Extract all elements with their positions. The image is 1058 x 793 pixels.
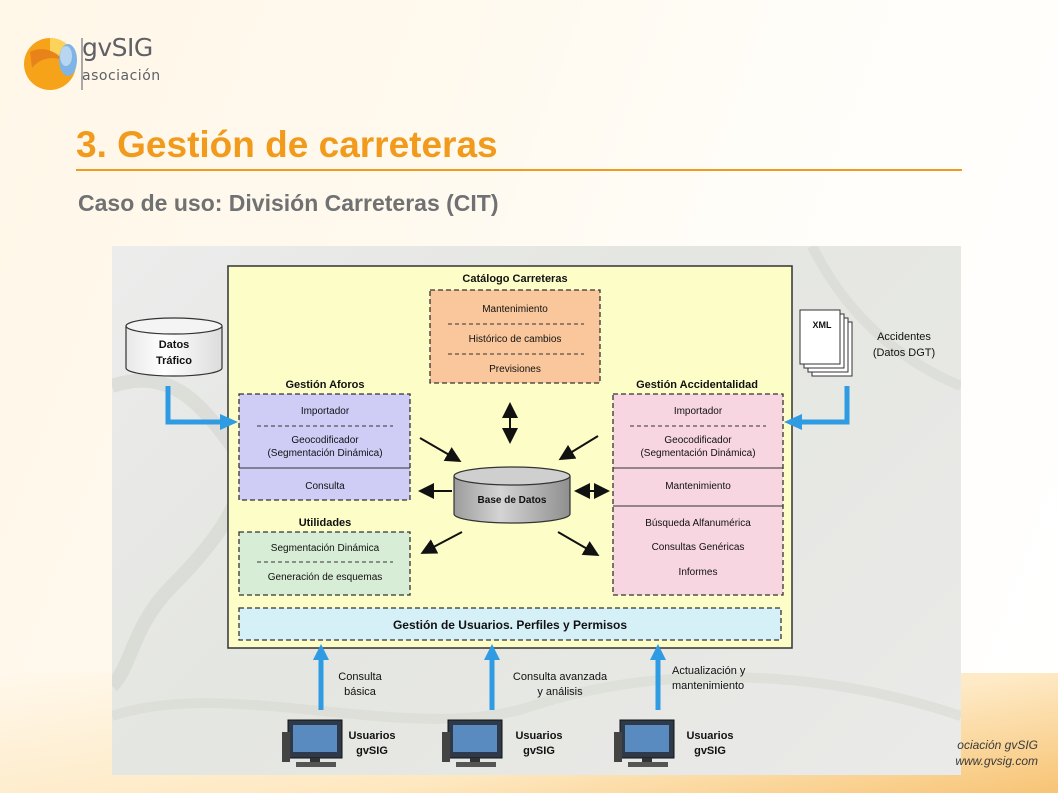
import-arrow-right bbox=[784, 386, 850, 430]
logo-subtitle: asociación bbox=[82, 68, 161, 84]
accidentalidad-title: Gestión Accidentalidad bbox=[636, 379, 758, 391]
page-title: 3. Gestión de carreteras bbox=[76, 124, 498, 165]
footer-line: ociación gvSIG bbox=[957, 738, 1038, 752]
usuarios-bar-label: Gestión de Usuarios. Perfiles y Permisos bbox=[393, 618, 627, 632]
computer-icon bbox=[442, 719, 503, 767]
accidentalidad-item: Geocodificador bbox=[664, 435, 732, 446]
user-label: gvSIG bbox=[356, 745, 388, 757]
accidentalidad-item: Mantenimiento bbox=[665, 481, 731, 492]
footer-link[interactable]: www.gvsig.com bbox=[955, 754, 1038, 768]
utilidades-box bbox=[238, 531, 411, 596]
access-arrow bbox=[484, 644, 500, 710]
access-label: Actualización y bbox=[672, 665, 746, 677]
utilidades-item: Segmentación Dinámica bbox=[271, 543, 380, 554]
access-label: Consulta bbox=[338, 671, 382, 683]
datos-trafico-label: Tráfico bbox=[156, 355, 192, 367]
base-de-datos-db: Base de Datos bbox=[453, 466, 571, 524]
computer-icon bbox=[282, 719, 343, 767]
import-arrow-left bbox=[165, 386, 238, 430]
flow-arrows bbox=[418, 402, 610, 557]
access-label: mantenimiento bbox=[672, 680, 744, 692]
aforos-item: Geocodificador bbox=[291, 435, 359, 446]
aforos-item: Consulta bbox=[305, 481, 345, 492]
aforos-title: Gestión Aforos bbox=[285, 379, 364, 391]
accidentalidad-item: (Segmentación Dinámica) bbox=[640, 448, 755, 459]
catalogo-title: Catálogo Carreteras bbox=[462, 273, 567, 285]
accidentalidad-item: Consultas Genéricas bbox=[652, 542, 745, 553]
datos-trafico-label: Datos bbox=[159, 339, 190, 351]
footer-credits: ociación gvSIG www.gvsig.com bbox=[955, 737, 1038, 769]
user-label: Usuarios bbox=[686, 730, 733, 742]
xml-source-label: Accidentes bbox=[877, 331, 931, 343]
access-arrow bbox=[650, 644, 666, 710]
xml-tag: XML bbox=[813, 320, 833, 330]
gvsig-logo bbox=[24, 38, 83, 90]
page-subtitle: Caso de uso: División Carreteras (CIT) bbox=[78, 190, 499, 216]
accidentalidad-item: Búsqueda Alfanumérica bbox=[645, 518, 751, 529]
computer-icon bbox=[614, 719, 675, 767]
user-label: Usuarios bbox=[515, 730, 562, 742]
catalogo-box bbox=[429, 289, 601, 384]
aforos-item: (Segmentación Dinámica) bbox=[267, 448, 382, 459]
usuarios-bar bbox=[238, 607, 782, 641]
datos-trafico-db: Datos Tráfico bbox=[125, 317, 223, 377]
xml-source-label: (Datos DGT) bbox=[873, 347, 935, 359]
accidentalidad-box bbox=[612, 393, 784, 596]
aforos-item: Importador bbox=[301, 406, 350, 417]
architecture-diagram: Catálogo Carreteras Mantenimiento Histór… bbox=[112, 246, 961, 775]
accidentalidad-item: Informes bbox=[679, 567, 718, 578]
logo-name: gvSIG bbox=[82, 33, 153, 62]
utilidades-item: Generación de esquemas bbox=[268, 572, 383, 583]
base-de-datos-label: Base de Datos bbox=[478, 495, 547, 506]
catalogo-item: Histórico de cambios bbox=[469, 334, 562, 345]
access-arrow bbox=[313, 644, 329, 710]
catalogo-item: Mantenimiento bbox=[482, 304, 548, 315]
access-label: Consulta avanzada bbox=[513, 671, 608, 683]
xml-document-icon: XML bbox=[799, 309, 853, 377]
access-label: y análisis bbox=[537, 686, 583, 698]
user-label: gvSIG bbox=[523, 745, 555, 757]
user-label: gvSIG bbox=[694, 745, 726, 757]
user-label: Usuarios bbox=[348, 730, 395, 742]
access-label: básica bbox=[344, 686, 377, 698]
accidentalidad-item: Importador bbox=[674, 406, 723, 417]
logo-wordmark: gvSIG asociación bbox=[82, 33, 161, 85]
aforos-box bbox=[238, 393, 411, 501]
catalogo-item: Previsiones bbox=[489, 364, 541, 375]
title-underline bbox=[76, 169, 962, 171]
utilidades-title: Utilidades bbox=[299, 517, 352, 529]
